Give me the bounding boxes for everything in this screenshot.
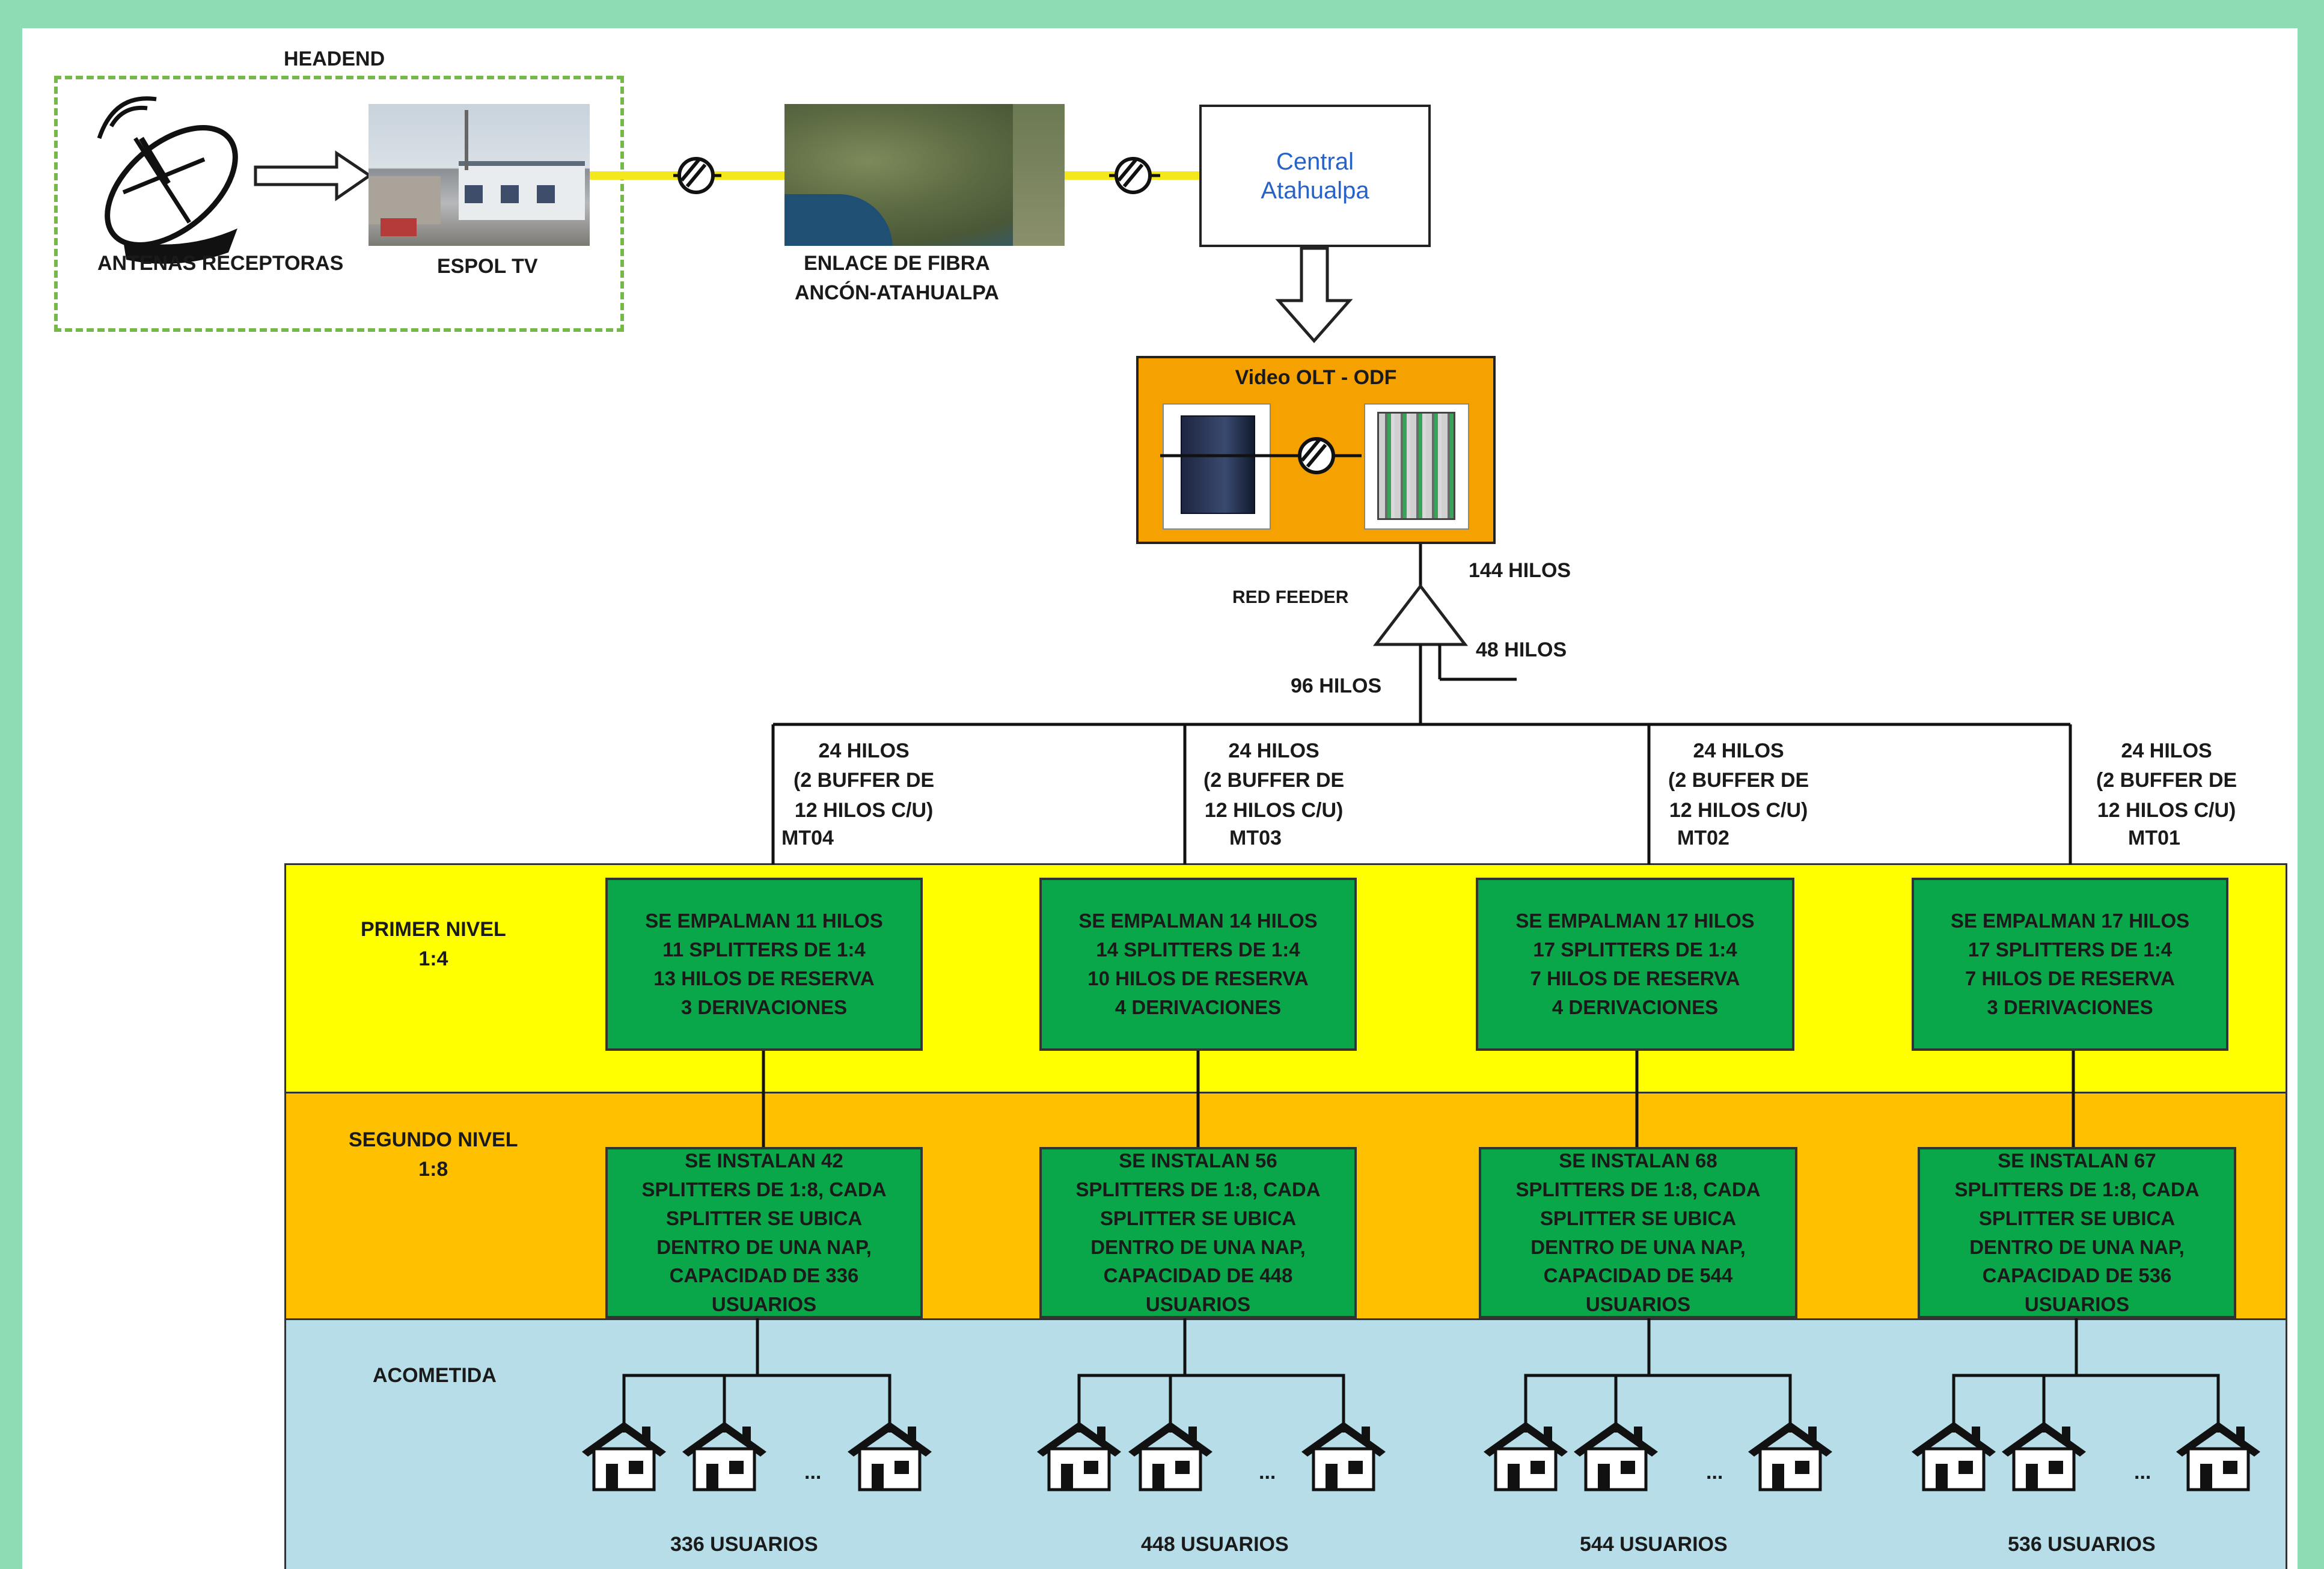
video-olt-odf-box: Video OLT - ODF (1136, 356, 1496, 544)
second-level-box-mt04: SE INSTALAN 42 SPLITTERS DE 1:8, CADA SP… (605, 1147, 923, 1318)
branch-code-mt03: MT03 (1229, 827, 1282, 849)
branch-fiber-label-mt03: 24 HILOS (2 BUFFER DE 12 HILOS C/U) (1203, 739, 1345, 822)
hilos-96-label: 96 HILOS (1291, 674, 1382, 697)
olt-device-icon (1163, 403, 1271, 530)
houses-ellipsis: ... (2134, 1461, 2151, 1484)
hilos-144-label: 144 HILOS (1469, 559, 1571, 582)
branch-code-mt04: MT04 (781, 827, 834, 849)
central-line1: Central (1276, 148, 1354, 175)
first-level-box-mt04: SE EMPALMAN 11 HILOS 11 SPLITTERS DE 1:4… (605, 878, 923, 1051)
users-total-mt04: 336 USUARIOS (670, 1533, 818, 1556)
users-total-mt03: 448 USUARIOS (1141, 1533, 1289, 1556)
branch-code-mt01: MT01 (2128, 827, 2180, 849)
houses-ellipsis: ... (1706, 1461, 1723, 1484)
segundo-nivel-label: SEGUNDO NIVEL 1:8 (349, 1128, 518, 1181)
odf-rack-icon (1364, 403, 1469, 530)
espol-tv-photo (368, 104, 590, 246)
central-atahualpa-box: Central Atahualpa (1199, 105, 1431, 247)
fiber-link-line1: ENLACE DE FIBRA (804, 252, 990, 275)
houses-ellipsis: ... (1259, 1461, 1276, 1484)
first-level-box-mt02: SE EMPALMAN 17 HILOS 17 SPLITTERS DE 1:4… (1476, 878, 1794, 1051)
headend-title: HEADEND (284, 47, 385, 70)
second-level-box-mt01: SE INSTALAN 67 SPLITTERS DE 1:8, CADA SP… (1918, 1147, 2236, 1318)
users-total-mt01: 536 USUARIOS (2008, 1533, 2156, 1556)
second-level-box-mt02: SE INSTALAN 68 SPLITTERS DE 1:8, CADA SP… (1479, 1147, 1797, 1318)
branch-fiber-label-mt04: 24 HILOS (2 BUFFER DE 12 HILOS C/U) (794, 739, 935, 822)
primer-nivel-label: PRIMER NIVEL 1:4 (361, 918, 506, 971)
users-total-mt02: 544 USUARIOS (1580, 1533, 1728, 1556)
first-level-box-mt03: SE EMPALMAN 14 HILOS 14 SPLITTERS DE 1:4… (1039, 878, 1357, 1051)
fiber-link-label: ENLACE DE FIBRA ANCÓN-ATAHUALPA (795, 249, 999, 308)
antenna-label: ANTENAS RECEPTORAS (97, 252, 344, 275)
station-label: ESPOL TV (437, 255, 538, 278)
hilos-48-label: 48 HILOS (1476, 638, 1567, 661)
fiber-link-map (784, 104, 1065, 246)
olt-title: Video OLT - ODF (1235, 366, 1397, 389)
first-level-box-mt01: SE EMPALMAN 17 HILOS 17 SPLITTERS DE 1:4… (1912, 878, 2228, 1051)
branch-fiber-label-mt02: 24 HILOS (2 BUFFER DE 12 HILOS C/U) (1668, 739, 1809, 822)
acometida-label: ACOMETIDA (373, 1364, 497, 1387)
branch-code-mt02: MT02 (1677, 827, 1729, 849)
headend-group (54, 76, 624, 332)
central-line2: Atahualpa (1261, 177, 1369, 204)
branch-fiber-label-mt01: 24 HILOS (2 BUFFER DE 12 HILOS C/U) (2096, 739, 2237, 822)
red-feeder-label: RED FEEDER (1232, 587, 1349, 607)
second-level-box-mt03: SE INSTALAN 56 SPLITTERS DE 1:8, CADA SP… (1039, 1147, 1357, 1318)
fiber-link-line2: ANCÓN-ATAHUALPA (795, 281, 999, 305)
houses-ellipsis: ... (804, 1461, 822, 1484)
